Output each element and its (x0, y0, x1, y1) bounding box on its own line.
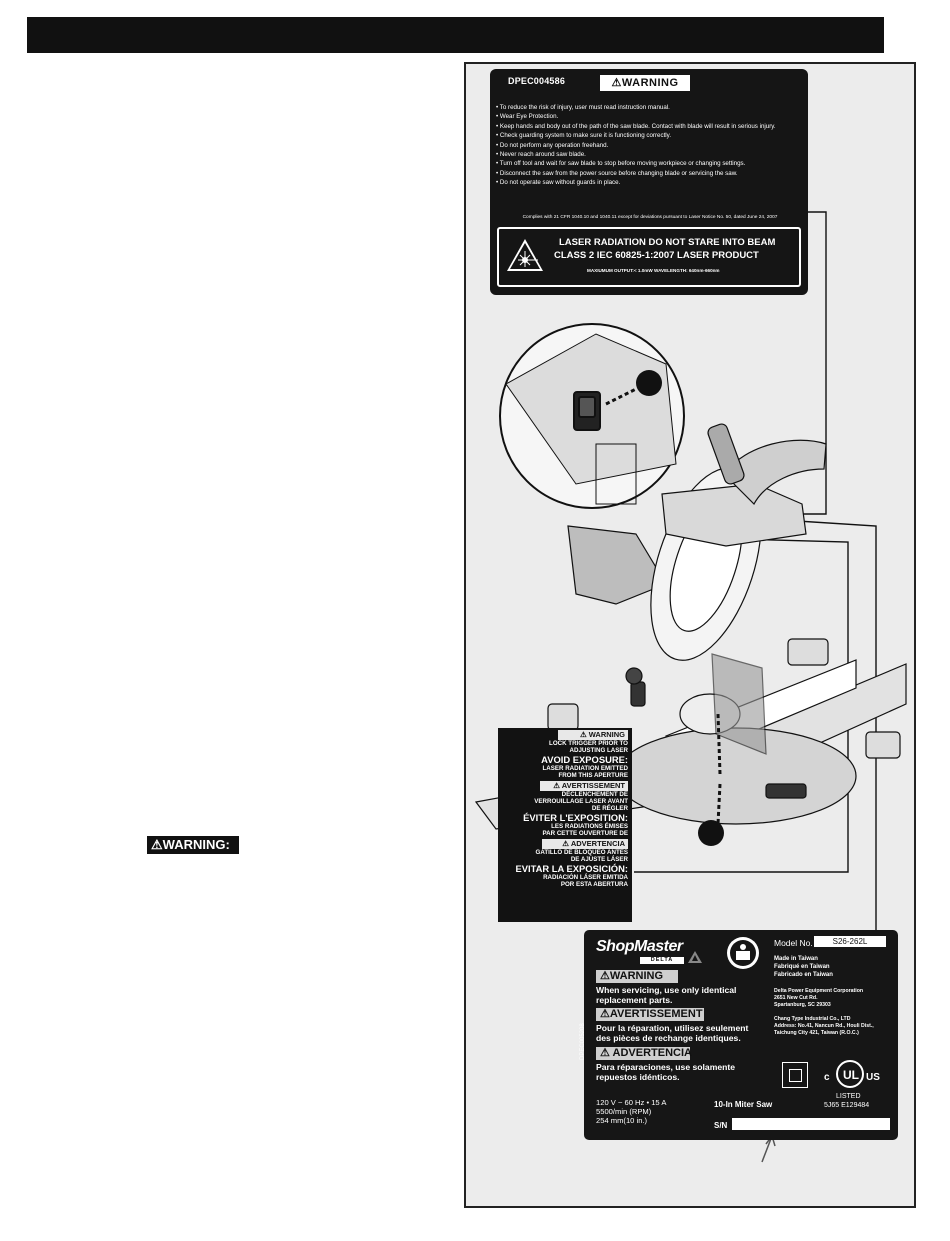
nameplate-text: replacement parts. (596, 995, 673, 1005)
side-warning-header: ⚠ WARNING (558, 730, 628, 740)
side-advertencia-header: ⚠ ADVERTENCIA (542, 839, 628, 849)
rating-text: 120 V ~ 60 Hz • 15 A (596, 1098, 667, 1107)
nameplate-text: des pièces de rechange identiques. (596, 1033, 741, 1043)
nameplate-warning-header: ⚠WARNING (596, 970, 678, 983)
side-text: VERROUILLAGE LASER AVANT (534, 798, 628, 805)
rating-text: 254 mm(10 in.) (596, 1116, 648, 1125)
listing-number: 5J65 E129484 (824, 1102, 870, 1109)
side-text: RADIACIÓN LÁSER EMITIDA (543, 874, 628, 881)
warning-item: Disconnect the saw from the power source… (496, 169, 806, 178)
warning-item: Turn off tool and wait for saw blade to … (496, 159, 806, 168)
warning-list: To reduce the risk of injury, user must … (496, 103, 806, 188)
double-insulation-icon (782, 1062, 808, 1088)
side-text: FROM THIS APERTURE (558, 772, 628, 779)
saw-head (567, 423, 827, 755)
address-text: Spartanburg, SC 29303 (774, 1002, 831, 1008)
delta-triangle-icon (688, 951, 702, 963)
svg-text:c: c (824, 1072, 830, 1083)
warning-item: Never reach around saw blade. (496, 150, 806, 159)
side-heading: AVOID EXPOSURE: (541, 754, 628, 765)
nameplate-advertencia-header: ⚠ ADVERTENCIA (596, 1047, 692, 1060)
nameplate-code: DPEC005208 (580, 1023, 586, 1060)
laser-line-3: MAXIUMUM OUTPUT:< 1.0mW WAVELENGTH: 640n… (587, 268, 720, 273)
serial-label: S/N (714, 1121, 728, 1130)
laser-line-1: LASER RADIATION DO NOT STARE INTO BEAM (559, 237, 776, 248)
rating-text: 5500/min (RPM) (596, 1107, 652, 1116)
listed-text: LISTED (836, 1093, 861, 1100)
warning-item: Wear Eye Protection. (496, 112, 806, 121)
address-text: Chang Type Industrial Co., LTD (774, 1016, 851, 1022)
warning-item: Do not operate saw without guards in pla… (496, 178, 806, 187)
brand-logo: ShopMaster (596, 938, 683, 955)
nameplate-avertissement-header: ⚠AVERTISSEMENT (596, 1008, 704, 1021)
made-in-text: Fabricado en Taiwan (774, 972, 833, 978)
made-in-text: Fabriqué en Taiwan (774, 964, 830, 970)
callout-dot-switch (636, 370, 662, 396)
serial-number-field (732, 1118, 890, 1130)
warning-item: Check guarding system to make sure it is… (496, 131, 806, 140)
side-text: PAR CETTE OUVERTURE DE (542, 830, 629, 837)
side-text: LASER RADIATION EMITTED (542, 765, 628, 772)
laser-aperture-label: ⚠ WARNING LOCK TRIGGER PRIOR TO ADJUSTIN… (498, 728, 632, 922)
compliance-text: Complies with 21 CFR 1040.10 and 1040.11… (522, 215, 778, 220)
side-heading: ÉVITER L'EXPOSITION: (523, 812, 628, 823)
cul-us-mark-icon: c UL US (824, 1060, 880, 1088)
side-avertissement-header: ⚠ AVERTISSEMENT (540, 781, 628, 791)
nameplate-text: Para réparaciones, use solamente (596, 1062, 736, 1072)
nameplate-text: Pour la réparation, utilisez seulement (596, 1023, 749, 1033)
address-text: Taichung City 421, Taiwan (R.O.C.) (774, 1030, 859, 1036)
laser-line-2: CLASS 2 IEC 60825-1:2007 LASER PRODUCT (554, 250, 759, 261)
side-text: GATILLO DE BLOQUEO ANTES (535, 849, 628, 856)
model-number: S26-262L (814, 936, 886, 947)
label-warning-header: ⚠WARNING (600, 75, 690, 91)
laser-hazard-icon (507, 239, 543, 271)
side-text: ADJUSTING LASER (569, 747, 628, 754)
product-type: 10-In Miter Saw (714, 1100, 773, 1109)
address-text: 2651 New Cut Rd. (774, 995, 818, 1001)
address-text: Delta Power Equipment Corporation (774, 988, 864, 994)
nameplate-text: repuestos idénticos. (596, 1072, 680, 1082)
made-in-text: Made in Taiwan (774, 956, 818, 962)
side-text: DE AJUSTE LÁSER (570, 856, 628, 863)
address-text: Address: No.41, Nancun Rd., Houli Dist., (774, 1023, 874, 1029)
side-text: POR ESTA ABERTURA (560, 881, 628, 888)
header-bar (27, 17, 884, 53)
side-text: DÉCLENCHEMENT DE (561, 791, 628, 798)
side-text: LES RADIATIONS ÉMISES (551, 823, 628, 830)
laser-warning-label: DPEC004586 ⚠WARNING To reduce the risk o… (490, 69, 808, 295)
warning-heading: ⚠WARNING: (147, 836, 239, 854)
warning-item: Keep hands and body out of the path of t… (496, 122, 806, 131)
laser-switch-detail (499, 323, 685, 509)
labels-figure-panel: DPEC004586 ⚠WARNING To reduce the risk o… (464, 62, 916, 1208)
warning-item: Do not perform any operation freehand. (496, 141, 806, 150)
side-text: DE RÉGLER (591, 805, 628, 812)
svg-text:US: US (866, 1072, 880, 1083)
side-text: LOCK TRIGGER PRIOR TO (549, 740, 628, 747)
nameplate-text: When servicing, use only identical (596, 985, 737, 995)
nameplate-label: ShopMaster DELTA Model No. S26-262L DPEC… (580, 930, 898, 1140)
read-manual-icon (727, 937, 759, 969)
laser-class-box: LASER RADIATION DO NOT STARE INTO BEAM C… (497, 227, 801, 287)
serial-pointer-arrow (761, 1135, 773, 1163)
model-label: Model No. (774, 938, 813, 948)
callout-dot-aperture (698, 820, 724, 846)
svg-text:UL: UL (843, 1068, 859, 1082)
warning-item: To reduce the risk of injury, user must … (496, 103, 806, 112)
sub-brand-logo: DELTA (640, 957, 684, 964)
side-heading: EVITAR LA EXPOSICIÓN: (515, 863, 628, 874)
label-code: DPEC004586 (508, 76, 566, 86)
